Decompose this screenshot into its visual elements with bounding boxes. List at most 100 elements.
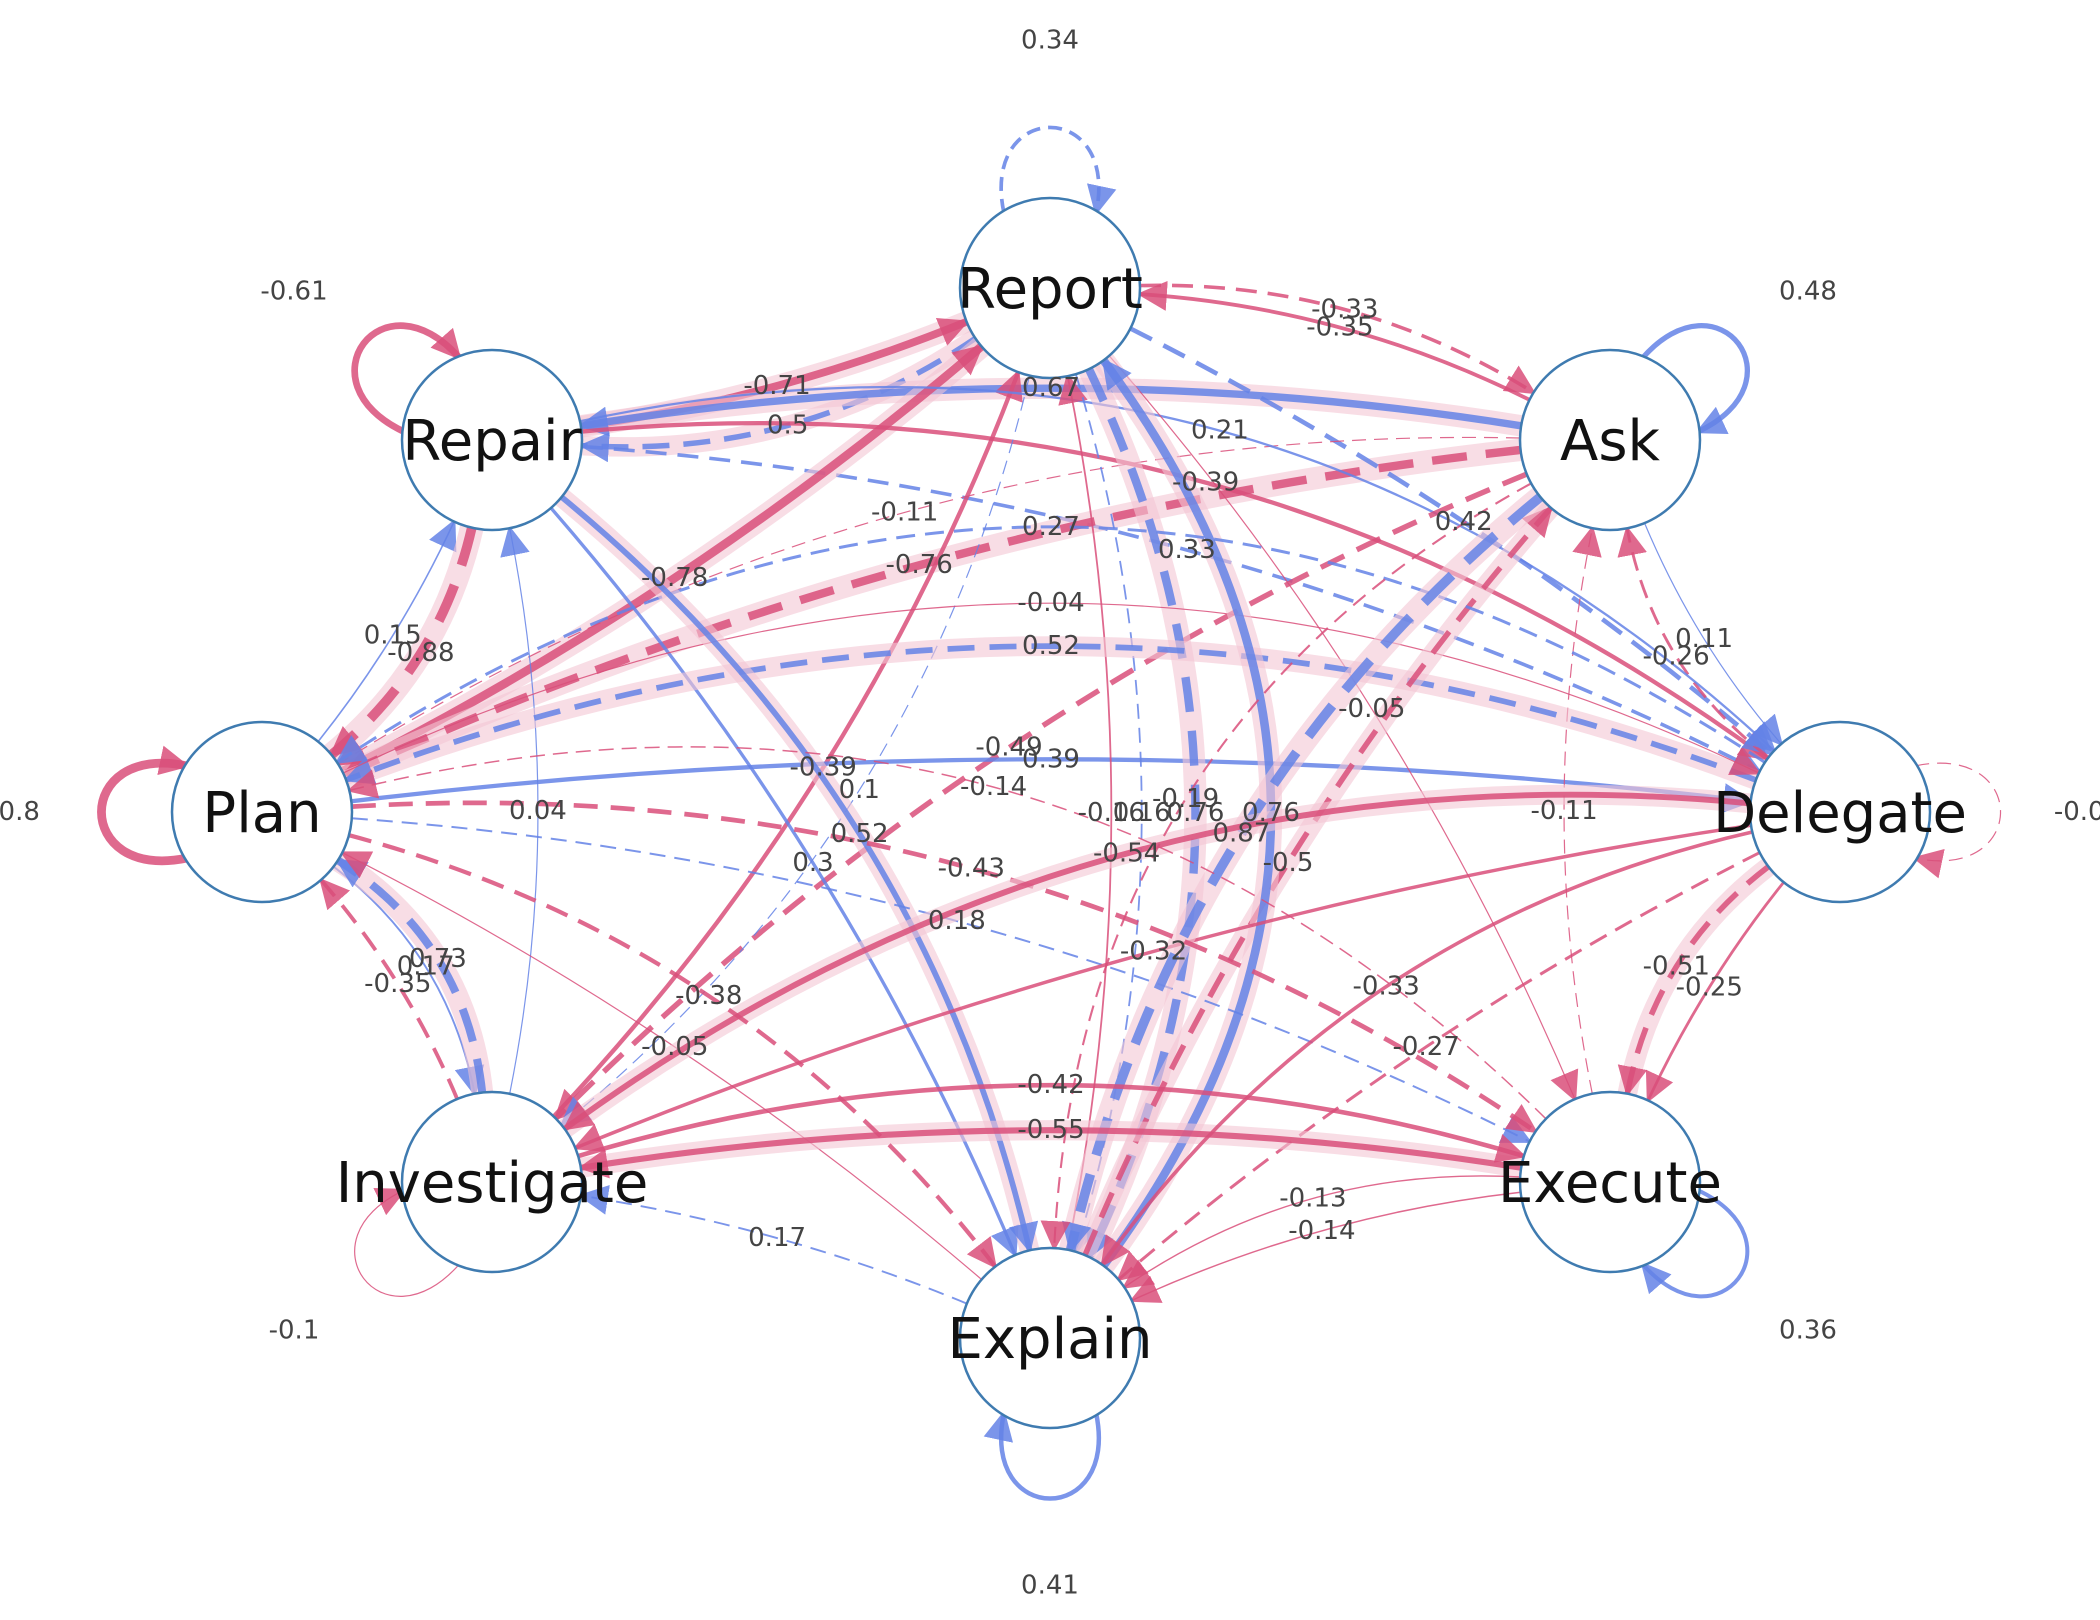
edge-weight-label: -0.26 [1642,641,1709,671]
self-loop-weight-label: 0.34 [1021,26,1079,56]
edge-execute-to-plan [346,746,1547,1120]
edge-investigate-to-execute [577,1082,1527,1163]
edge-report-to-explain [1069,373,1143,1255]
node-circle [958,196,1142,380]
edge-weight-label: 0.04 [509,796,567,826]
self-loop-weight-label: 0.36 [1779,1316,1837,1346]
edge-weight-label: 0.15 [364,621,422,651]
self-loop-weight-label: -0.8 [0,797,40,827]
edge-execute-to-investigate [577,1127,1522,1179]
edge-weight-label: 0.11 [1675,624,1733,654]
node-label: Execute [1498,1151,1722,1216]
edge-delegate-to-explain [1100,830,1753,1268]
node-label: Plan [202,781,321,846]
edge-weight-label: 0.1 [839,775,880,805]
edge-weight-label: 0.76 [1167,798,1225,828]
edge-weight-label: -0.35 [364,969,431,999]
edge-ask-to-plan [341,445,1521,779]
edge-explain-to-investigate [577,1184,968,1305]
self-loop-investigate [354,1188,460,1297]
edge-delegate-to-investigate [572,823,1752,1152]
edge-weight-label: 0.27 [1022,512,1080,542]
edge-weight-label: 0.16 [1113,798,1171,828]
edge-delegate-to-plan [334,525,1766,765]
node-label: Delegate [1713,781,1967,846]
self-loop-weight-label: -0.03 [2054,797,2100,827]
edge-execute-to-ask [1563,525,1602,1094]
edge-execute-to-explain [1129,1191,1521,1303]
self-loop-ask [1640,323,1750,435]
edge-report-to-ask [1139,283,1537,395]
node-repair: Repair [400,348,584,532]
edge-weight-label: 0.3 [792,848,833,878]
edge-plan-to-report [340,343,985,776]
edge-delegate-to-execute [1645,881,1785,1104]
node-circle [1748,720,1932,904]
edge-weight-label: 0.33 [1158,535,1216,565]
edge-ask-to-report [1136,280,1531,402]
node-execute: Execute [1498,1090,1722,1274]
node-plan: Plan [170,720,354,904]
edge-weight-label: -0.33 [1353,972,1420,1002]
edge-weight-label: -0.35 [1306,313,1373,343]
edge-ask-to-repair [577,384,1522,437]
self-loop-layer [97,125,2002,1501]
edge-weight-label: 0.18 [928,906,986,936]
self-loop-report [999,125,1117,216]
edge-weight-label: -0.04 [1017,588,1084,618]
edge-weight-label: -0.16 [1078,798,1145,828]
edge-report-to-execute [1108,355,1579,1102]
edge-investigate-to-repair [500,525,539,1094]
self-loop-weight-label: 0.41 [1021,1571,1079,1601]
node-label: Report [957,257,1143,322]
node-label: Repair [402,409,582,474]
edge-weight-label: -0.05 [1338,694,1405,724]
edge-weight-label: -0.14 [1288,1216,1355,1246]
node-circle [958,1246,1142,1430]
edge-report-to-delegate [1129,326,1774,756]
self-loop-weight-label: -0.1 [269,1316,320,1346]
edge-weight-label: -0.49 [975,733,1042,763]
edge-weight-label: 0.52 [1022,631,1080,661]
edge-delegate-to-explain [1116,851,1761,1282]
edge-weight-label: -0.55 [1017,1115,1084,1145]
edge-delegate-to-investigate [562,791,1751,1132]
edge-weight-label: -0.25 [1676,972,1743,1002]
node-circle [1518,1090,1702,1274]
edge-layer [317,280,1785,1305]
edge-repair-to-delegate [581,421,1770,761]
node-circle [170,720,354,904]
edge-weight-label: -0.5 [1263,848,1314,878]
edge-weight-label: 0.76 [1242,798,1300,828]
self-loop-execute [1640,1188,1750,1299]
edge-weight-label: -0.88 [387,638,454,668]
edge-plan-to-delegate [342,602,1762,775]
self-loop-delegate [1912,762,2002,879]
node-circle [400,348,584,532]
edge-delegate-to-plan [343,643,1757,785]
edge-weight-label: -0.11 [871,497,938,527]
edge-weight-label: 0.5 [767,410,808,440]
edge-delegate-to-ask [1617,525,1770,759]
node-label: Explain [948,1307,1153,1372]
edge-weight-label: -0.11 [1530,796,1597,826]
edge-weight-label: -0.71 [743,371,810,401]
edge-weight-label: -0.54 [1093,839,1160,869]
node-ask: Ask [1518,348,1702,532]
self-loop-repair [351,322,463,435]
node-investigate: Investigate [336,1090,648,1274]
node-delegate: Delegate [1713,720,1967,904]
edge-ask-to-explain [1040,482,1532,1252]
edge-execute-to-explain [1121,1175,1521,1289]
edge-ask-to-delegate [1644,522,1784,747]
edge-weight-label: 0.87 [1212,819,1270,849]
edge-label-layer: -0.710.5-0.35-0.330.670.33-0.78-0.76-0.3… [0,26,2100,1601]
edge-weight-label: 0.52 [831,819,889,849]
edge-weight-label: -0.42 [1017,1070,1084,1100]
edge-weight-label: -0.76 [886,550,953,580]
edge-repair-to-plan [328,526,477,759]
edge-weight-label: -0.38 [675,981,742,1011]
edge-repair-to-delegate [579,385,1777,753]
